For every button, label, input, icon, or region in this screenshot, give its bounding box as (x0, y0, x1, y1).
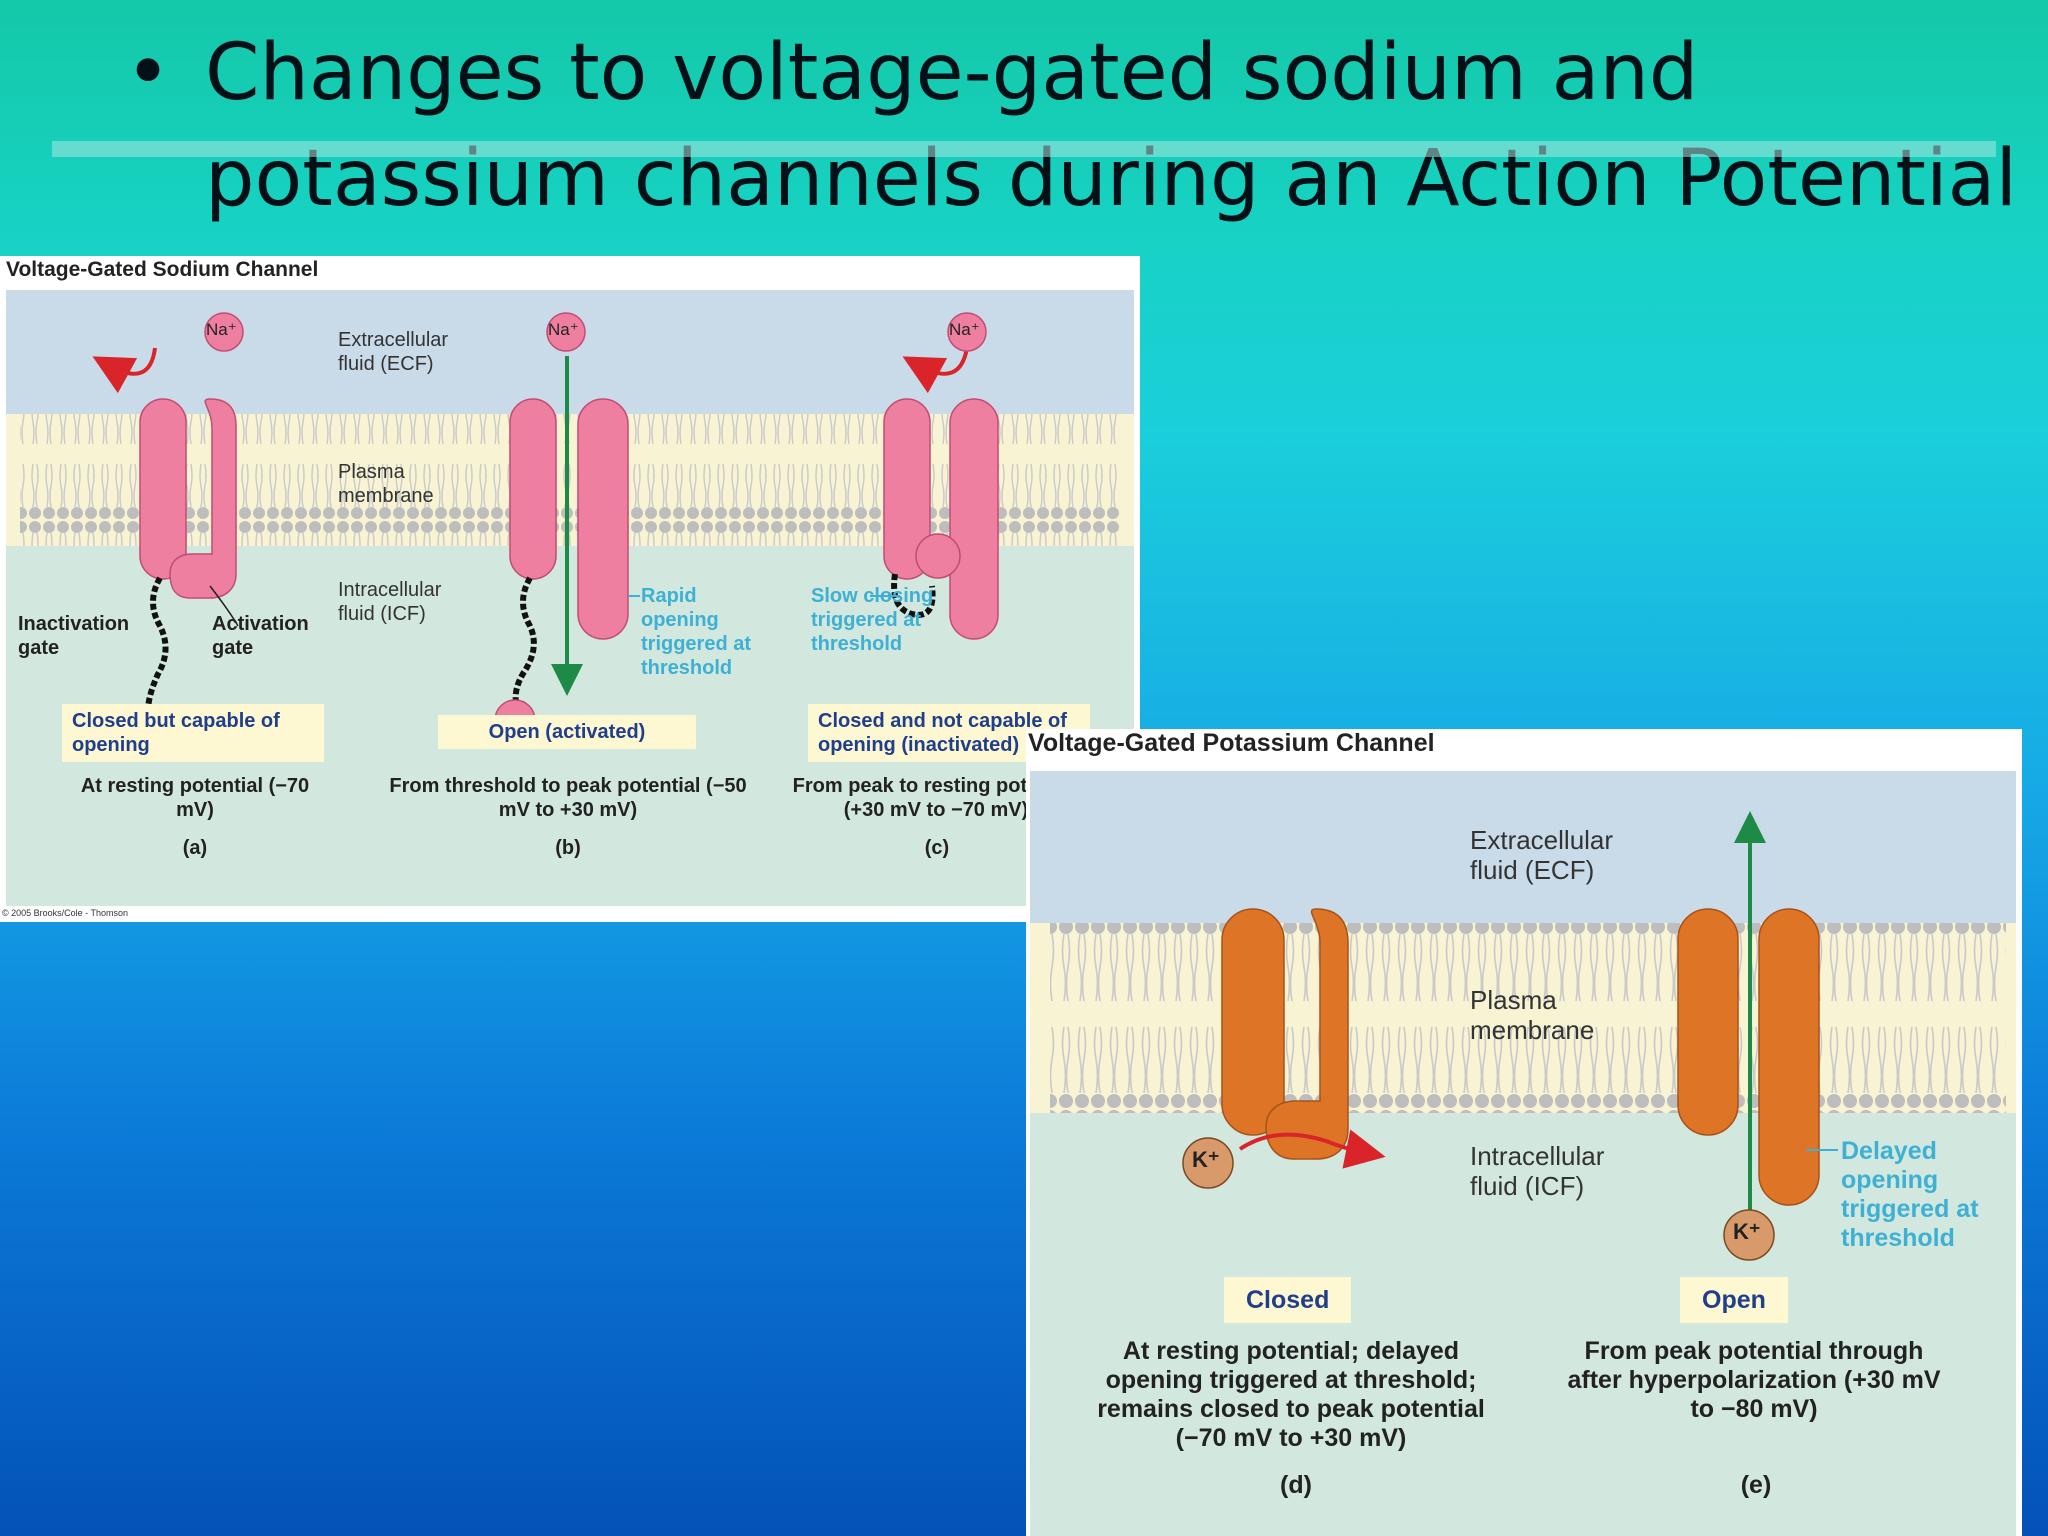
rapid-opening-note: Rapid opening triggered at threshold (641, 585, 752, 679)
sodium-ecf-label: Extracellular fluid (ECF) (338, 329, 449, 375)
state-b-box: Open (activated) (438, 715, 696, 749)
sodium-channel-c (870, 312, 999, 640)
potassium-icf-label: Intracellular fluid (ICF) (1470, 1141, 1605, 1201)
slow-closing-note: Slow closing triggered at threshold (811, 585, 934, 655)
sodium-lipid-bilayer (20, 414, 1120, 546)
ion-k-d: K⁺ (1192, 1147, 1220, 1172)
potassium-channel-figure: Voltage-Gated Potassium Channel K⁺ K⁺ Ex… (1026, 729, 2022, 1536)
title-underline (52, 141, 1996, 157)
state-d-box: Closed (1224, 1277, 1352, 1323)
panel-label-e: (e) (1740, 1471, 1772, 1499)
inactivation-gate-label: Inactivation gate (18, 613, 130, 659)
ion-na-b: Na⁺ (548, 320, 579, 339)
condition-a: At resting potential (−70 mV) (80, 775, 310, 821)
copyright-note: © 2005 Brooks/Cole - Thomson (2, 908, 129, 918)
title-bullet: • (125, 28, 172, 118)
potassium-lipid-bilayer (1050, 923, 2006, 1113)
sodium-diagram (6, 290, 1134, 906)
panel-label-d: (d) (1280, 1471, 1312, 1499)
condition-e: From peak potential through after hyperp… (1567, 1337, 1941, 1423)
potassium-heading: Voltage-Gated Potassium Channel (1028, 729, 1435, 757)
potassium-ecf-region (1030, 771, 2016, 923)
sodium-channel-figure: Voltage-Gated Sodium Channel Na⁺ Na⁺ Na⁺… (0, 256, 1140, 922)
potassium-channel-e (1677, 811, 1838, 1261)
state-a-box: Closed but capable of opening (62, 704, 324, 762)
panel-label-a: (a) (182, 837, 208, 859)
potassium-diagram (1030, 771, 2016, 1536)
potassium-ecf-label: Extracellular fluid (ECF) (1470, 825, 1614, 885)
potassium-channel-d (1182, 908, 1386, 1189)
title-text: Changes to voltage-gated sodium and pota… (205, 28, 2018, 224)
delayed-opening-note: Delayed opening triggered at threshold (1841, 1137, 1979, 1252)
sodium-membrane-label: Plasma membrane (338, 461, 434, 507)
potassium-membrane-label: Plasma membrane (1470, 985, 1595, 1045)
sodium-icf-label: Intracellular fluid (ICF) (338, 579, 442, 625)
sodium-ecf-region (6, 290, 1134, 414)
condition-d: At resting potential; delayed opening tr… (1097, 1337, 1485, 1452)
condition-c: From peak to resting potential (+30 mV t… (792, 775, 1080, 821)
panel-label-b: (b) (555, 837, 581, 859)
state-e-box: Open (1680, 1277, 1788, 1323)
condition-b: From threshold to peak potential (−50 mV… (389, 775, 747, 821)
ion-na-a: Na⁺ (206, 320, 237, 339)
panel-label-c: (c) (924, 837, 950, 859)
activation-gate-label: Activation gate (212, 613, 309, 659)
ion-na-c: Na⁺ (949, 320, 980, 339)
sodium-heading: Voltage-Gated Sodium Channel (6, 258, 319, 281)
ion-k-e: K⁺ (1733, 1219, 1761, 1244)
